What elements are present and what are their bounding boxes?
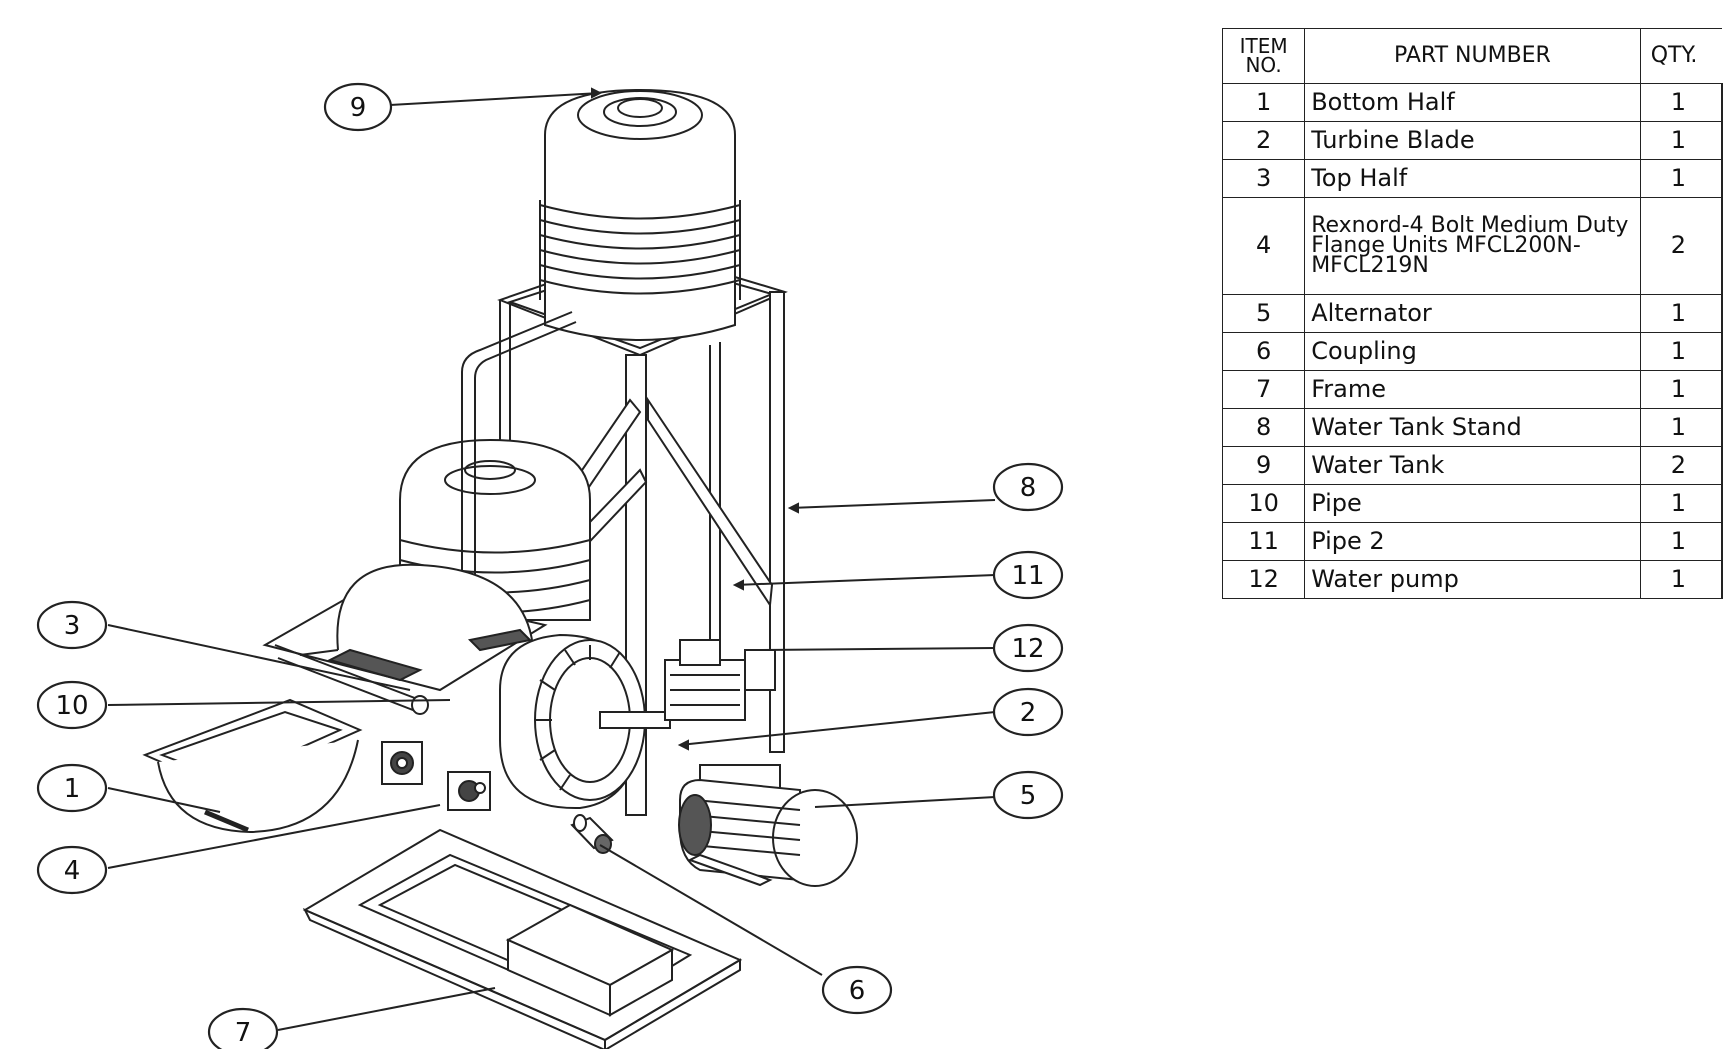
bom-qty: 2 [1639, 446, 1723, 485]
leader-lines [107, 87, 996, 1031]
bom-row: 2 Turbine Blade 1 [1221, 121, 1723, 160]
flange-unit-a [381, 741, 423, 785]
bom-part-name: Pipe 2 [1304, 522, 1641, 561]
bom-qty: 1 [1639, 159, 1723, 198]
header-item-no: ITEM NO. [1221, 28, 1306, 84]
bom-item-no: 11 [1221, 522, 1306, 561]
bom-row: 1 Bottom Half 1 [1221, 83, 1723, 122]
bom-row: 9 Water Tank 2 [1221, 446, 1723, 485]
bom-qty: 1 [1639, 522, 1723, 561]
bom-header-row: ITEM NO. PART NUMBER QTY. [1221, 28, 1722, 84]
bom-qty: 1 [1639, 370, 1723, 409]
bom-part-name: Water Tank [1304, 446, 1641, 485]
bom-part-name: Alternator [1304, 294, 1641, 333]
bom-part-name: Water Tank Stand [1304, 408, 1641, 447]
bom-part-name: Turbine Blade [1304, 121, 1641, 160]
header-qty: QTY. [1639, 28, 1722, 84]
bom-item-no: 4 [1221, 197, 1306, 295]
water-pump [664, 639, 776, 721]
balloon-6-label: 6 [849, 976, 866, 1006]
bom-row: 8 Water Tank Stand 1 [1221, 408, 1723, 447]
balloon-8-label: 8 [1020, 473, 1037, 503]
bom-qty: 1 [1639, 83, 1723, 122]
balloon-8: 8 [992, 462, 1064, 512]
bom-row: 6 Coupling 1 [1221, 332, 1723, 371]
bom-qty: 1 [1639, 121, 1723, 160]
bom-qty: 1 [1639, 408, 1723, 447]
balloon-7: 7 [207, 1007, 279, 1049]
bom-item-no: 9 [1221, 446, 1306, 485]
turbine-bottom-half [142, 698, 363, 834]
frame [302, 828, 743, 1049]
balloon-4-label: 4 [64, 856, 81, 886]
bill-of-materials-table: ITEM NO. PART NUMBER QTY. 1 Bottom Half … [1221, 28, 1723, 599]
bom-part-name: Water pump [1304, 560, 1641, 599]
balloon-11-label: 11 [1011, 561, 1044, 591]
bom-row: 3 Top Half 1 [1221, 159, 1723, 198]
bom-item-no: 1 [1221, 83, 1306, 122]
bom-row: 11 Pipe 2 1 [1221, 522, 1723, 561]
balloon-1-label: 1 [64, 774, 81, 804]
bom-item-no: 2 [1221, 121, 1306, 160]
balloon-3-label: 3 [64, 611, 81, 641]
bom-part-name: Frame [1304, 370, 1641, 409]
balloon-1: 1 [36, 763, 108, 813]
bom-item-no: 12 [1221, 560, 1306, 599]
bom-part-name: Top Half [1304, 159, 1641, 198]
bom-row: 12 Water pump 1 [1221, 560, 1723, 599]
bom-qty: 2 [1639, 197, 1723, 295]
bom-item-no: 5 [1221, 294, 1306, 333]
balloon-12-label: 12 [1011, 634, 1044, 664]
bom-row: 4 Rexnord-4 Bolt Medium Duty Flange Unit… [1221, 197, 1723, 295]
balloon-9: 9 [323, 82, 393, 132]
bom-item-no: 3 [1221, 159, 1306, 198]
bom-row: 5 Alternator 1 [1221, 294, 1723, 333]
bom-part-name: Bottom Half [1304, 83, 1641, 122]
balloon-2-label: 2 [1020, 698, 1037, 728]
assembly-drawing: 9 8 11 12 2 5 3 10 1 4 6 7 [36, 82, 1064, 1049]
bom-qty: 1 [1639, 332, 1723, 371]
bom-qty: 1 [1639, 294, 1723, 333]
bom-qty: 1 [1639, 560, 1723, 599]
bom-part-name: Pipe [1304, 484, 1641, 523]
turbine-top-half [262, 563, 548, 692]
turbine-blade [499, 633, 671, 810]
flange-unit-b [447, 771, 491, 811]
alternator [678, 764, 858, 887]
balloon-12: 12 [992, 623, 1064, 673]
balloon-4: 4 [36, 845, 108, 895]
water-tank-top [539, 88, 741, 341]
coupling [570, 814, 614, 854]
balloon-2: 2 [992, 687, 1064, 737]
balloon-10: 10 [36, 680, 108, 730]
bom-item-no: 8 [1221, 408, 1306, 447]
bom-qty: 1 [1639, 484, 1723, 523]
header-part-number: PART NUMBER [1304, 28, 1641, 84]
bom-item-no: 6 [1221, 332, 1306, 371]
balloon-3: 3 [36, 600, 108, 650]
bom-part-name: Coupling [1304, 332, 1641, 371]
balloon-9-label: 9 [350, 93, 367, 123]
balloon-7-label: 7 [235, 1018, 252, 1048]
bom-part-name: Rexnord-4 Bolt Medium Duty Flange Units … [1304, 197, 1641, 295]
bom-row: 7 Frame 1 [1221, 370, 1723, 409]
pipe-2 [461, 311, 577, 590]
balloon-11: 11 [992, 550, 1064, 600]
bom-row: 10 Pipe 1 [1221, 484, 1723, 523]
balloon-5: 5 [992, 770, 1064, 820]
balloon-6: 6 [821, 965, 893, 1015]
bom-item-no: 7 [1221, 370, 1306, 409]
bom-item-no: 10 [1221, 484, 1306, 523]
balloon-10-label: 10 [55, 691, 88, 721]
balloon-5-label: 5 [1020, 781, 1037, 811]
